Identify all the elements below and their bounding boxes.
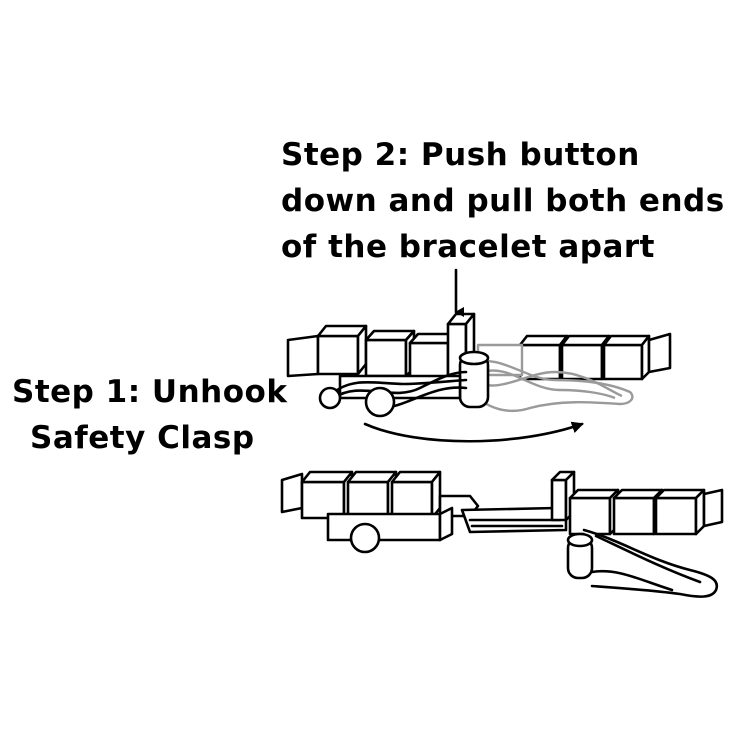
bottom-clasp-base: [326, 506, 454, 554]
bottom-bracelet: [280, 470, 724, 598]
step-2-line-1: Step 2: Push button: [281, 137, 640, 173]
top-bracelet: [286, 268, 672, 443]
unhook-arrow: [363, 421, 584, 443]
step-1-label: Step 1: Unhook Safety Clasp: [12, 369, 287, 461]
open-safety-clasp: [566, 528, 719, 598]
step-2-line-3: of the bracelet apart: [281, 229, 655, 265]
bottom-clasp-blade: [460, 506, 568, 534]
top-right-links: [518, 332, 672, 381]
step-2-line-2: down and pull both ends: [281, 183, 725, 219]
step-2-label: Step 2: Push button down and pull both e…: [281, 132, 725, 270]
step-1-line-1: Step 1: Unhook: [12, 374, 288, 410]
step-1-line-2: Safety Clasp: [30, 420, 255, 456]
top-left-links: [286, 324, 458, 379]
bottom-right-links: [568, 488, 724, 536]
safety-clasp: [318, 370, 468, 418]
